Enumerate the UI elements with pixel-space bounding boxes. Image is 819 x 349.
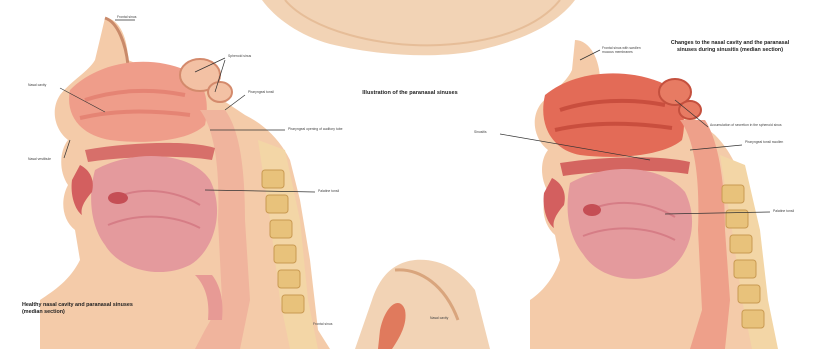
label-sphenoid-sinus: Sphenoid sinus xyxy=(228,55,251,59)
right-title: Changes to the nasal cavity and the para… xyxy=(670,40,790,54)
label-sphenoid-secretion: Accumulation of secretion in the sphenoi… xyxy=(710,124,782,128)
label-palatine-tonsil-right: Palatine tonsil xyxy=(773,210,794,214)
label-frontal-sinus-swollen: Frontal sinus with swollen mucous membra… xyxy=(602,47,642,54)
right-head-section xyxy=(530,40,778,349)
face-chin-top xyxy=(262,0,575,55)
label-nasal-vestibule: Nasal vestibule xyxy=(28,158,51,162)
left-caption: Healthy nasal cavity and paranasal sinus… xyxy=(22,302,152,316)
bottom-head-fragment xyxy=(355,260,490,349)
label-bottom-left: Frontal sinus xyxy=(313,323,332,327)
label-pharyngeal-opening: Pharyngeal opening of auditory tube xyxy=(288,128,342,132)
label-pharyngeal-tonsil-swollen: Pharyngeal tonsil swollen xyxy=(745,141,790,145)
label-nasal-cavity: Nasal cavity xyxy=(28,84,46,88)
label-sinusitis: Sinusitis xyxy=(474,131,487,135)
label-palatine-tonsil: Palatine tonsil xyxy=(318,190,339,194)
label-bottom-right: Nasal cavity xyxy=(430,317,448,321)
label-pharyngeal-tonsil: Pharyngeal tonsil xyxy=(248,91,274,95)
center-title: Illustration of the paranasal sinuses xyxy=(325,90,495,97)
label-frontal-sinus-left: Frontal sinus xyxy=(117,16,136,20)
left-head-section xyxy=(40,18,330,349)
